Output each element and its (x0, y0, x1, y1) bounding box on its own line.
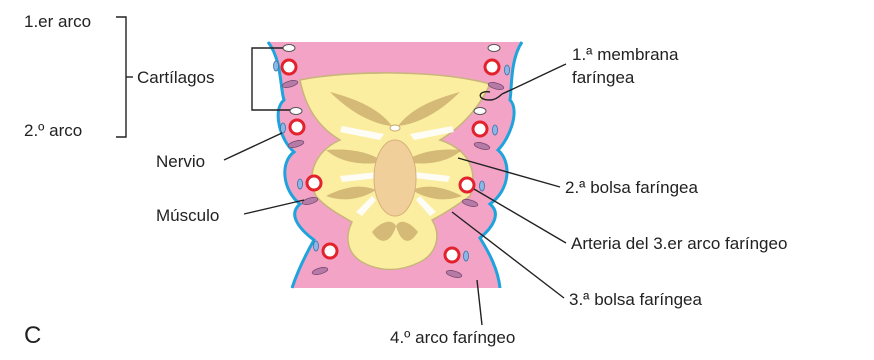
label-membrane-line1: 1.ª membrana (572, 45, 679, 64)
label-arch1: 1.er arco (24, 12, 91, 31)
artery-ring-icon (473, 122, 487, 136)
artery-ring-icon (485, 60, 499, 74)
nerve-icon (493, 125, 498, 135)
central-endoderm (374, 140, 416, 216)
artery-ring-icon (460, 178, 474, 192)
label-nerve: Nervio (156, 152, 205, 171)
central-pore (390, 125, 400, 131)
artery-ring-icon (445, 248, 459, 262)
artery-ring-icon (290, 120, 304, 134)
label-arch4: 4.º arco faríngeo (390, 328, 515, 347)
nerve-leader (224, 133, 282, 160)
label-pouch2: 2.ª bolsa faríngea (565, 178, 698, 197)
nerve-icon (281, 123, 286, 133)
label-pouch3: 3.ª bolsa faríngea (569, 290, 702, 309)
label-artery3: Arteria del 3.er arco faríngeo (571, 234, 787, 253)
nerve-icon (314, 241, 319, 251)
artery-ring-icon (282, 60, 296, 74)
cartilage-icon (290, 108, 302, 115)
nerve-icon (480, 181, 485, 191)
artery-ring-icon (323, 244, 337, 258)
label-muscle: Músculo (156, 206, 219, 225)
cartilage-icon (488, 45, 500, 52)
nerve-icon (505, 65, 510, 75)
nerve-icon (464, 251, 469, 261)
panel-letter: C (24, 322, 41, 349)
cartilage-icon (474, 108, 486, 115)
label-cartilages: Cartílagos (137, 68, 214, 87)
arch-bracket (116, 17, 126, 137)
label-arch2: 2.º arco (24, 121, 82, 140)
cartilage-icon (283, 45, 295, 52)
nerve-icon (274, 61, 279, 71)
label-membrane-line2: faríngea (572, 68, 635, 87)
artery-ring-icon (307, 176, 321, 190)
nerve-icon (298, 179, 303, 189)
